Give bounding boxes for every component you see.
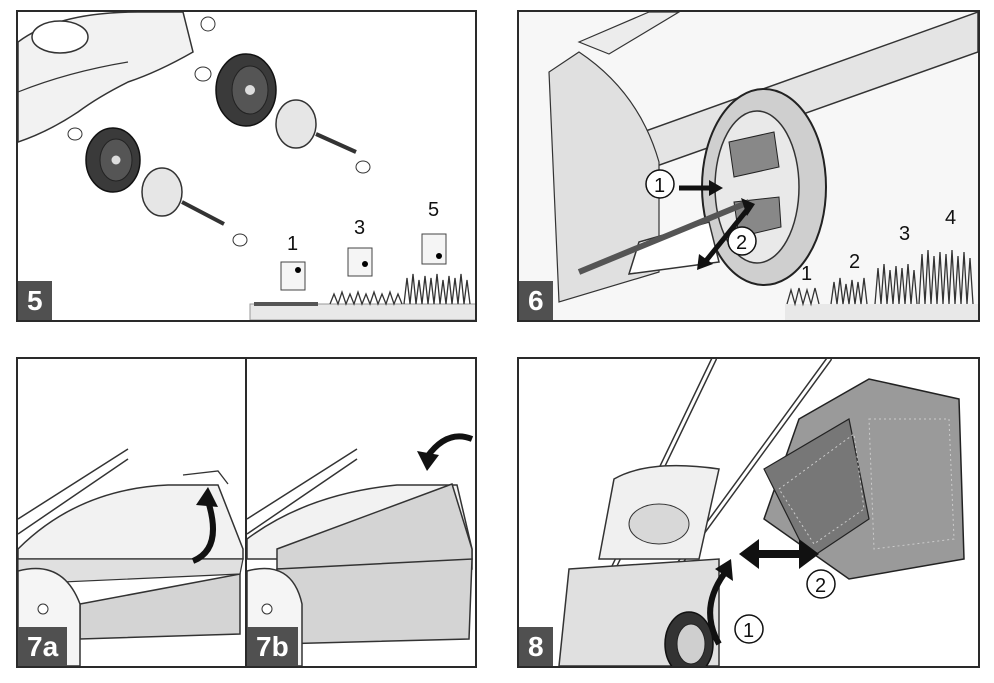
height-label-3: 3 [354,217,365,239]
height-label-1: 1 [801,263,812,285]
figure-number: 8 [519,627,553,666]
figure-5-wheel-assembly: 1 3 5 5 [16,10,477,322]
rear-wheel [215,53,277,127]
panel-divider [245,359,247,666]
figure-8-grass-box: 1 2 8 [517,357,980,668]
height-label-1: 1 [287,233,298,255]
figure-7-rear-flap: 7a 7b [16,357,477,668]
step-label-2: 2 [815,575,826,597]
grass-box-illustration: 1 2 [558,359,965,666]
grass-box [763,378,965,580]
figure-number: 5 [18,281,52,320]
step-label-2: 2 [736,232,747,254]
figure-6-height-adjust: 1 2 1 2 3 4 6 [517,10,980,322]
figure-number: 6 [519,281,553,320]
wheel [664,611,714,666]
height-label-5: 5 [428,199,439,221]
height-label-2: 2 [849,251,860,273]
step-label-1: 1 [654,175,665,197]
wheel-assembly-illustration: 1 3 5 [18,12,475,320]
step-label-1: 1 [743,620,754,642]
rear-flap-illustration [18,433,474,666]
height-adjust-illustration: 1 2 1 2 3 4 [519,12,978,320]
figure-number-7b: 7b [247,627,298,666]
height-label-3: 3 [899,223,910,245]
figure-number-7a: 7a [18,627,68,666]
front-wheel [85,127,141,193]
height-label-4: 4 [945,207,956,229]
